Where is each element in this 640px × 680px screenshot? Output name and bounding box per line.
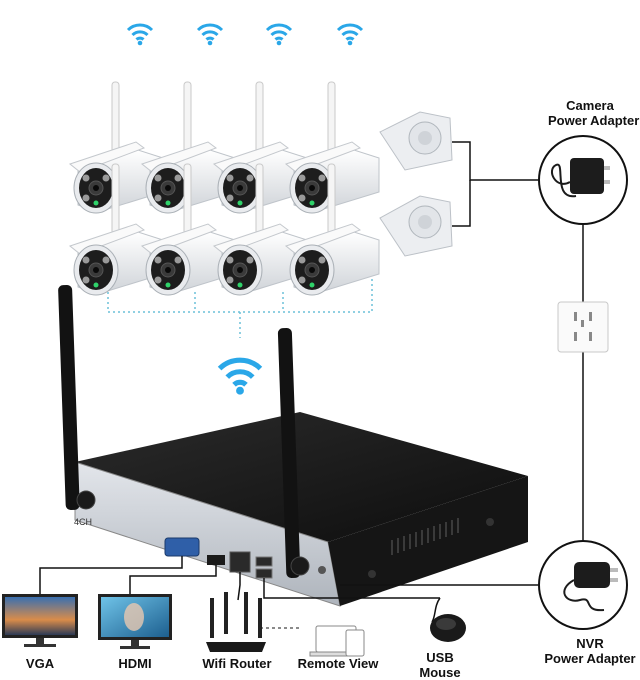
nvr-power-adapter [538, 540, 628, 630]
usb-port [255, 568, 273, 579]
hdmi-port [207, 555, 225, 565]
vga-label: VGA [25, 656, 55, 671]
dotted-camera-links [107, 276, 373, 338]
usb-mouse-label-line1: USB [426, 650, 454, 665]
vga-port [164, 537, 200, 557]
wifi-signal-icon [126, 23, 154, 47]
lan-port [229, 551, 251, 573]
wifi-signal-icon [265, 23, 293, 47]
nvr-adapter-label-line1: NVR [576, 636, 604, 651]
camera-power-wiring [452, 141, 584, 545]
monitor-icon [2, 594, 78, 647]
nvr-adapter-label-line2: Power Adapter [544, 651, 636, 666]
camera-power-adapter [538, 135, 628, 225]
hdmi-label: HDMI [118, 656, 152, 671]
usb-mouse-label-line2: Mouse [419, 665, 461, 680]
output-wiring [39, 556, 538, 601]
usb-port [255, 556, 273, 567]
wall-outlet-icon [557, 301, 609, 353]
monitor-icon [98, 594, 172, 649]
nvr-antenna-right [277, 328, 310, 578]
router-icon [206, 592, 266, 652]
nvr-antenna-left [58, 284, 96, 511]
wifi-signal-icon [336, 23, 364, 47]
nvr-channel-mark: 4CH [74, 517, 92, 527]
nvr-adapter-label: NVR Power Adapter [542, 636, 638, 666]
wifi-signal-icon [196, 23, 224, 47]
usb-mouse-label: USB Mouse [412, 650, 468, 680]
camera-mount-top [379, 111, 453, 171]
power-adapter-icon [551, 158, 610, 198]
mouse-icon [430, 597, 466, 642]
wifi-router-label: Wifi Router [202, 656, 272, 671]
laptop-icon [309, 625, 365, 657]
wifi-signal-icon [217, 357, 263, 395]
camera-mount-bottom [379, 195, 453, 257]
camera-adapter-label-line1: Camera [566, 98, 614, 113]
camera-adapter-label-line2: Power Adapter [548, 113, 640, 128]
power-adapter-icon [563, 562, 618, 612]
nvr-icon: 4CH [74, 412, 528, 607]
camera-adapter-label: Camera Power Adapter [548, 98, 640, 128]
remote-view-label: Remote View [297, 656, 379, 671]
